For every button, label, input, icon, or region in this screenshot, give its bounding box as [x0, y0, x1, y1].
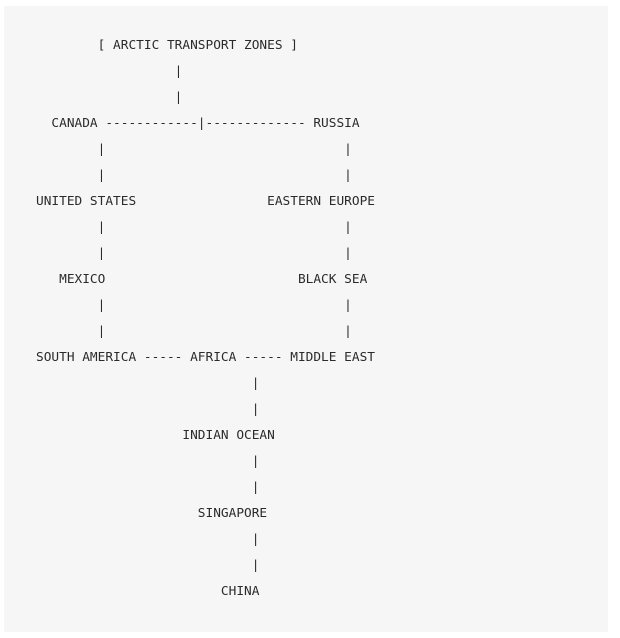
mexico-black-sea-row: MEXICO BLACK SEA [36, 272, 368, 287]
connector-line: | [36, 558, 260, 573]
connector-line: | [36, 480, 260, 495]
connector-line: | [36, 376, 260, 391]
us-eastern-europe-row: UNITED STATES EASTERN EUROPE [36, 194, 375, 209]
connector-line: | [36, 454, 260, 469]
diagram-title: [ ARCTIC TRANSPORT ZONES ] [36, 38, 298, 53]
connector-line: | | [36, 168, 352, 183]
connector-line: | | [36, 324, 352, 339]
connector-line: | [36, 402, 260, 417]
connector-line: | | [36, 298, 352, 313]
diagram-panel: [ ARCTIC TRANSPORT ZONES ] | | CANADA --… [4, 6, 608, 632]
connector-line: | [36, 532, 260, 547]
connector-line: | [36, 64, 183, 79]
ascii-transport-diagram: [ ARCTIC TRANSPORT ZONES ] | | CANADA --… [4, 6, 608, 632]
connector-line: | | [36, 246, 352, 261]
china-node: CHINA [36, 584, 260, 599]
connector-line: | [36, 90, 183, 105]
connector-line: | | [36, 220, 352, 235]
south-america-africa-middle-east-row: SOUTH AMERICA ----- AFRICA ----- MIDDLE … [36, 350, 375, 365]
connector-line: | | [36, 142, 352, 157]
canada-russia-row: CANADA ------------|------------- RUSSIA [36, 116, 360, 131]
indian-ocean-node: INDIAN OCEAN [36, 428, 275, 443]
singapore-node: SINGAPORE [36, 506, 268, 521]
